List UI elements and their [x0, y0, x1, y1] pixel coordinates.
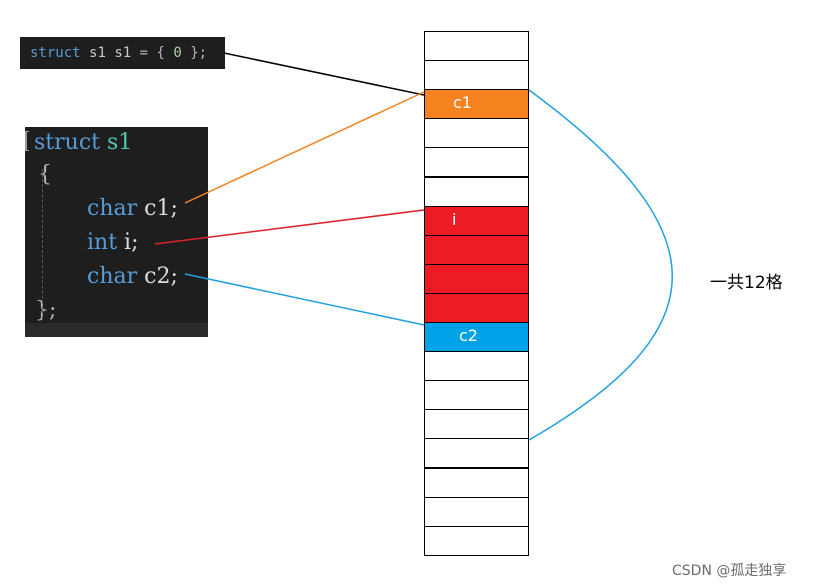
type-int: int	[87, 230, 118, 255]
c2-connector	[184, 273, 425, 326]
struct-name: s1	[106, 130, 133, 155]
keyword-struct: struct	[34, 130, 100, 155]
memory-cell	[424, 380, 529, 410]
memory-cell	[424, 526, 529, 556]
memory-cell	[424, 89, 529, 119]
total-span-brace	[528, 89, 673, 441]
memory-cell	[424, 31, 529, 61]
member-c1: c1;	[144, 196, 178, 221]
open-brace: {	[38, 162, 52, 187]
memory-cell-label: i	[452, 210, 457, 229]
total-cells-label: 一共12格	[710, 273, 783, 293]
type-char: char	[87, 196, 138, 221]
member-c2: c2;	[144, 264, 178, 289]
memory-cell	[424, 468, 529, 498]
member-c1-line: char c1;	[87, 193, 178, 225]
memory-cell	[424, 351, 529, 381]
memory-cell-label: c2	[459, 326, 478, 345]
open-brace: {	[156, 45, 165, 61]
editor-bottom-bar	[25, 323, 208, 337]
var-name: s1	[114, 45, 132, 61]
zero-literal: 0	[173, 45, 182, 61]
code-snippet-struct: struct s1 { char c1; int i; char c2; };	[25, 127, 208, 337]
memory-cell	[424, 293, 529, 323]
indent-guide	[42, 169, 43, 319]
member-i: i;	[124, 230, 139, 255]
declaration-connector	[223, 52, 425, 96]
collapse-marker-icon	[25, 131, 29, 151]
equals-sign: =	[139, 45, 149, 61]
close-brace: };	[35, 298, 57, 323]
memory-cell	[424, 60, 529, 90]
code-snippet-declaration: struct s1 s1 = { 0 };	[20, 37, 225, 69]
member-i-line: int i;	[87, 227, 139, 259]
c1-connector	[184, 91, 425, 204]
memory-cell	[424, 438, 529, 468]
memory-cell-label: c1	[453, 93, 472, 112]
struct-header-line: struct s1	[34, 127, 132, 159]
type-name: s1	[89, 45, 106, 61]
type-char: char	[87, 264, 138, 289]
member-c2-line: char c2;	[87, 261, 178, 293]
watermark: CSDN @孤走独享	[672, 563, 787, 579]
close-brace: };	[190, 45, 208, 61]
keyword-struct: struct	[30, 45, 81, 61]
i-connector	[154, 209, 425, 245]
memory-cell	[424, 147, 529, 177]
